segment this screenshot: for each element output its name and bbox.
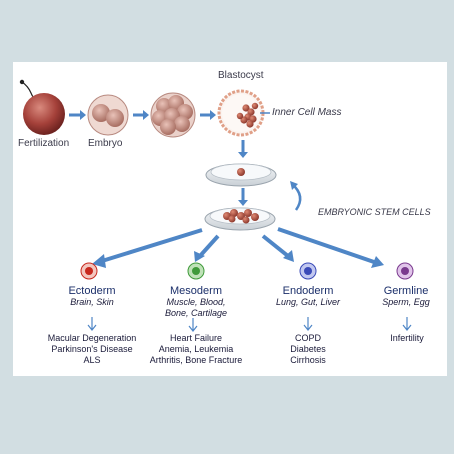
disease-line: Arthritis, Bone Fracture bbox=[149, 355, 243, 365]
ectoderm-cell-icon bbox=[80, 262, 98, 280]
germline-diseases: Infertility bbox=[374, 333, 440, 344]
mesoderm-block: Mesoderm Muscle, Blood, Bone, Cartilage bbox=[146, 285, 246, 319]
disease-line: Parkinson's Disease bbox=[51, 344, 133, 354]
disease-line: Cirrhosis bbox=[290, 355, 326, 365]
mesoderm-diseases: Heart Failure Anemia, Leukemia Arthritis… bbox=[136, 333, 256, 366]
germline-cell-icon bbox=[396, 262, 414, 280]
tissue-line: Muscle, Blood, bbox=[166, 297, 226, 307]
arrow-head-icon bbox=[238, 152, 248, 158]
germline-block: Germline Sperm, Egg bbox=[370, 285, 442, 308]
arrow-head-icon bbox=[143, 110, 149, 120]
tissue-line: Bone, Cartilage bbox=[164, 308, 228, 318]
esc-dish-icon bbox=[204, 207, 276, 231]
arrow-head-icon bbox=[210, 110, 216, 120]
culture-dish-icon bbox=[205, 163, 277, 187]
embryo-icon bbox=[87, 94, 129, 136]
branch-arrows bbox=[101, 227, 375, 264]
disease-line: Macular Degeneration bbox=[47, 333, 137, 343]
ectoderm-diseases: Macular Degeneration Parkinson's Disease… bbox=[24, 333, 160, 366]
disease-line: Diabetes bbox=[290, 344, 326, 354]
disease-line: Infertility bbox=[390, 333, 424, 343]
embryo-label: Embryo bbox=[88, 138, 123, 149]
disease-line: ALS bbox=[83, 355, 101, 365]
layer-name: Ectoderm bbox=[68, 285, 116, 297]
branch-arrow-heads bbox=[92, 250, 384, 268]
tissue-line: Lung, Gut, Liver bbox=[275, 297, 341, 307]
mesoderm-cell-icon bbox=[187, 262, 205, 280]
disease-line: COPD bbox=[294, 333, 321, 343]
endoderm-diseases: COPD Diabetes Cirrhosis bbox=[268, 333, 348, 366]
tissue-line: Brain, Skin bbox=[70, 297, 114, 307]
endoderm-block: Endoderm Lung, Gut, Liver bbox=[260, 285, 356, 308]
inner-cell-mass-label: Inner Cell Mass bbox=[272, 107, 342, 118]
blastocyst-icon bbox=[217, 89, 265, 137]
ectoderm-block: Ectoderm Brain, Skin bbox=[40, 285, 144, 308]
fertilization-label: Fertilization bbox=[18, 138, 70, 149]
endoderm-cell-icon bbox=[299, 262, 317, 280]
layer-name: Mesoderm bbox=[170, 285, 222, 297]
disease-line: Anemia, Leukemia bbox=[158, 344, 234, 354]
blastocyst-label: Blastocyst bbox=[218, 70, 264, 81]
morula-icon bbox=[150, 92, 196, 138]
small-down-arrows bbox=[87, 317, 412, 332]
arrow-head-icon bbox=[238, 200, 248, 206]
layer-name: Endoderm bbox=[282, 285, 334, 297]
disease-line: Heart Failure bbox=[169, 333, 223, 343]
arrow-head-icon bbox=[290, 181, 298, 190]
fertilization-cell-icon bbox=[19, 79, 65, 135]
esc-label: EMBRYONIC STEM CELLS bbox=[318, 207, 431, 217]
layer-name: Germline bbox=[383, 285, 429, 297]
arrow-head-icon bbox=[80, 110, 86, 120]
tissue-line: Sperm, Egg bbox=[382, 297, 430, 307]
